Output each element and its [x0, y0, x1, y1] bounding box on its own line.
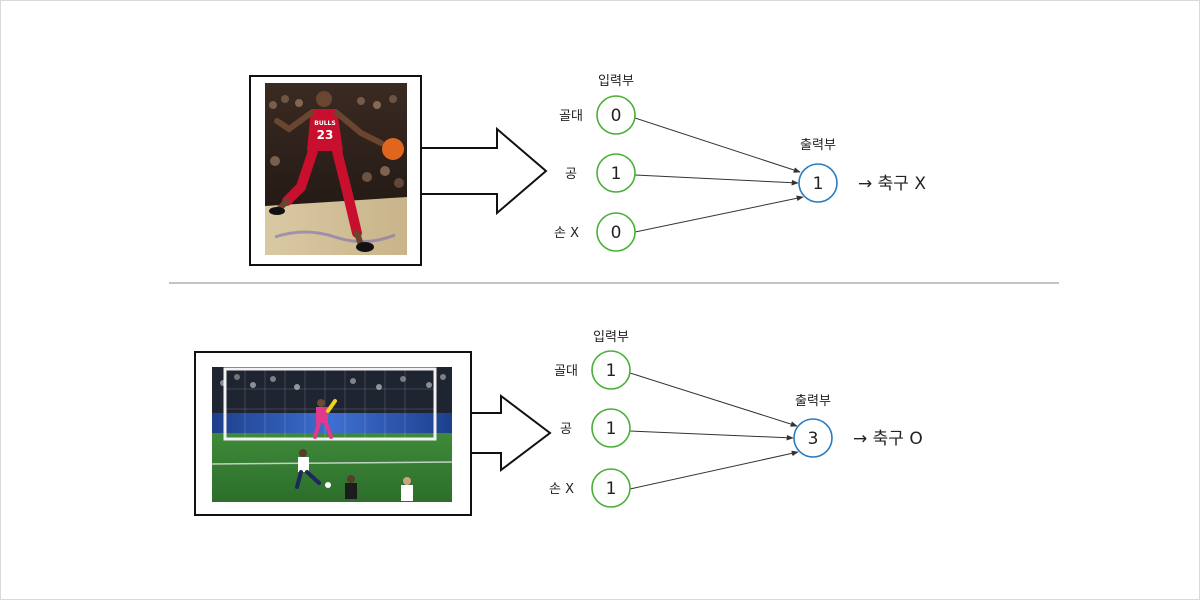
output-value: 1 [813, 174, 824, 194]
output-header: 출력부 [800, 138, 836, 153]
panel-basketball: 23 BULLS 입력부 출력부 골대 0 공 1 손 X 0 [249, 74, 926, 266]
input-node [591, 350, 631, 390]
input-value: 1 [611, 164, 622, 184]
input-label-no-hands: 손 X [554, 226, 579, 241]
input-value: 0 [611, 106, 622, 126]
result-label: → 축구 X [858, 174, 926, 194]
connector-line [634, 195, 804, 233]
input-header: 입력부 [593, 330, 629, 345]
input-label-goalpost: 골대 [554, 364, 578, 379]
output-value: 3 [808, 429, 819, 449]
connector-line [634, 174, 799, 186]
connector-line [629, 450, 799, 490]
input-value: 1 [606, 419, 617, 439]
input-value: 0 [611, 223, 622, 243]
connector-line [629, 430, 794, 441]
input-value: 1 [606, 361, 617, 381]
input-label-ball: 공 [565, 167, 577, 182]
input-label-goalpost: 골대 [559, 109, 583, 124]
flow-arrow [420, 126, 548, 216]
input-node [591, 408, 631, 448]
input-node [591, 468, 631, 508]
panel-soccer: 입력부 출력부 골대 1 공 1 손 X 1 3 → 축구 O [194, 330, 923, 516]
connector-line [634, 117, 801, 173]
output-header: 출력부 [795, 394, 831, 409]
flow-arrow [470, 393, 552, 473]
input-node [596, 153, 636, 193]
svg-text:BULLS: BULLS [314, 120, 335, 127]
output-node [793, 418, 833, 458]
svg-text:23: 23 [317, 128, 334, 142]
input-node [596, 212, 636, 252]
output-node [798, 163, 838, 203]
input-label-ball: 공 [560, 422, 572, 437]
soccer-photo [211, 367, 453, 502]
input-label-no-hands: 손 X [549, 482, 574, 497]
input-value: 1 [606, 479, 617, 499]
basketball-photo: 23 BULLS [265, 83, 407, 255]
input-header: 입력부 [598, 74, 634, 89]
input-node [596, 95, 636, 135]
connector-line [629, 372, 798, 427]
result-label: → 축구 O [853, 429, 923, 449]
